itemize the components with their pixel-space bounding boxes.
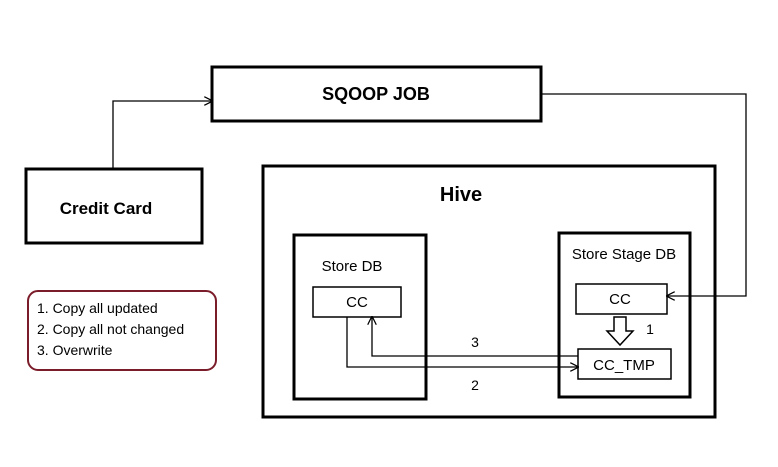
store-stage-db-label: Store Stage DB [572,246,676,263]
credit-card-node: Credit Card [24,167,204,245]
credit-card-label: Credit Card [60,199,153,218]
step-1-block-arrow [605,316,635,347]
store-stage-db-node: Store Stage DB CC CC_TMP [557,231,692,399]
legend-item-1: 1. Copy all updated [37,300,158,316]
step-3-arrow [372,317,578,357]
stage-cc-label: CC [609,291,631,308]
legend-box: 1. Copy all updated 2. Copy all not chan… [27,290,217,371]
sqoop-job-label: SQOOP JOB [322,84,430,104]
sqoop-to-stage-cc-arrow [541,93,747,296]
step-1-label: 1 [646,321,654,337]
stage-cc-tmp-label: CC_TMP [593,357,655,374]
legend-item-3: 3. Overwrite [37,342,113,358]
stage-cc-tmp-table [577,348,672,380]
legend-item-2: 2. Copy all not changed [37,321,184,337]
credit-card-to-sqoop-arrow [112,101,212,169]
hive-label: Hive [440,184,482,206]
stage-cc-table [575,283,668,315]
step-3-label: 3 [471,334,479,350]
store-db-cc-table [312,286,402,318]
store-db-cc-label: CC [346,294,368,311]
step-2-arrow [346,317,578,367]
store-db-label: Store DB [322,258,383,275]
sqoop-job-node: SQOOP JOB [210,65,543,123]
store-db-node: Store DB CC [292,233,428,401]
step-2-label: 2 [471,377,479,393]
